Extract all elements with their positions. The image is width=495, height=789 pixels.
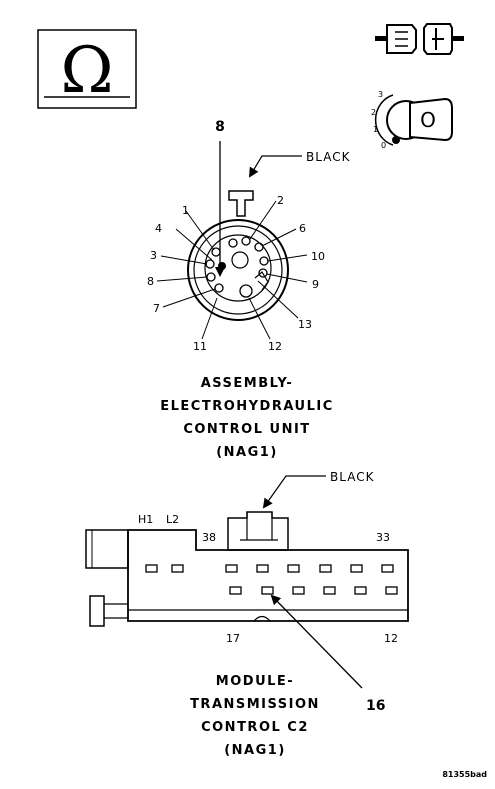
ehcu-title-line-3: CONTROL UNIT xyxy=(183,422,310,437)
ignition-position-2: 2 xyxy=(371,108,376,117)
label-33: 33 xyxy=(376,531,390,544)
ignition-key-off-icon: 3 2 1 0 O xyxy=(371,90,453,150)
ehcu-title-line-4: (NAG1) xyxy=(216,445,278,460)
label-17: 17 xyxy=(226,632,240,645)
black-label-upper: BLACK xyxy=(306,150,351,164)
tcm-title-line-2: TRANSMISSION xyxy=(190,697,320,712)
ehcu-title-line-2: ELECTROHYDRAULIC xyxy=(160,399,334,414)
pin-label-10: 10 xyxy=(311,250,325,263)
pin-label-1: 1 xyxy=(182,204,189,217)
ignition-position-1: 1 xyxy=(373,125,378,134)
tcm-title-line-3: CONTROL C2 xyxy=(201,720,309,735)
pin-label-4: 4 xyxy=(155,222,162,235)
pin-label-2: 2 xyxy=(277,194,284,207)
pin-label-9: 9 xyxy=(312,278,319,291)
figure-id: 81355bad xyxy=(442,770,487,779)
pin-label-7: 7 xyxy=(153,302,160,315)
callout-pin-16: 16 xyxy=(366,698,385,714)
pin-label-6: 6 xyxy=(299,222,306,235)
ignition-position-0: 0 xyxy=(381,141,386,150)
tcm-title-line-1: MODULE- xyxy=(216,674,294,689)
key-letter: O xyxy=(420,108,436,132)
tcm-c2-connector: BLACK H1 L2 38 xyxy=(85,470,409,758)
ohm-symbol: Ω xyxy=(60,34,113,108)
black-label-lower: BLACK xyxy=(330,470,375,484)
label-38: 38 xyxy=(202,531,216,544)
pin-label-8: 8 xyxy=(147,275,154,288)
ignition-position-3: 3 xyxy=(378,90,383,99)
pin-label-3: 3 xyxy=(150,249,157,262)
label-h1: H1 xyxy=(138,513,153,526)
ohmmeter-icon: Ω xyxy=(37,29,137,109)
label-l2: L2 xyxy=(166,513,179,526)
disconnected-connector-icon xyxy=(375,23,464,55)
pin-label-11: 11 xyxy=(193,340,207,353)
pin-label-12: 12 xyxy=(268,340,282,353)
ehcu-title-line-1: ASSEMBLY- xyxy=(201,376,294,391)
ehcu-connector: 8 BLACK 1 2 3 4 6 8 7 10 9 xyxy=(147,119,351,460)
pin-label-13: 13 xyxy=(298,318,312,331)
tcm-title-line-4: (NAG1) xyxy=(224,743,286,758)
label-12: 12 xyxy=(384,632,398,645)
callout-pin-8: 8 xyxy=(215,119,225,135)
